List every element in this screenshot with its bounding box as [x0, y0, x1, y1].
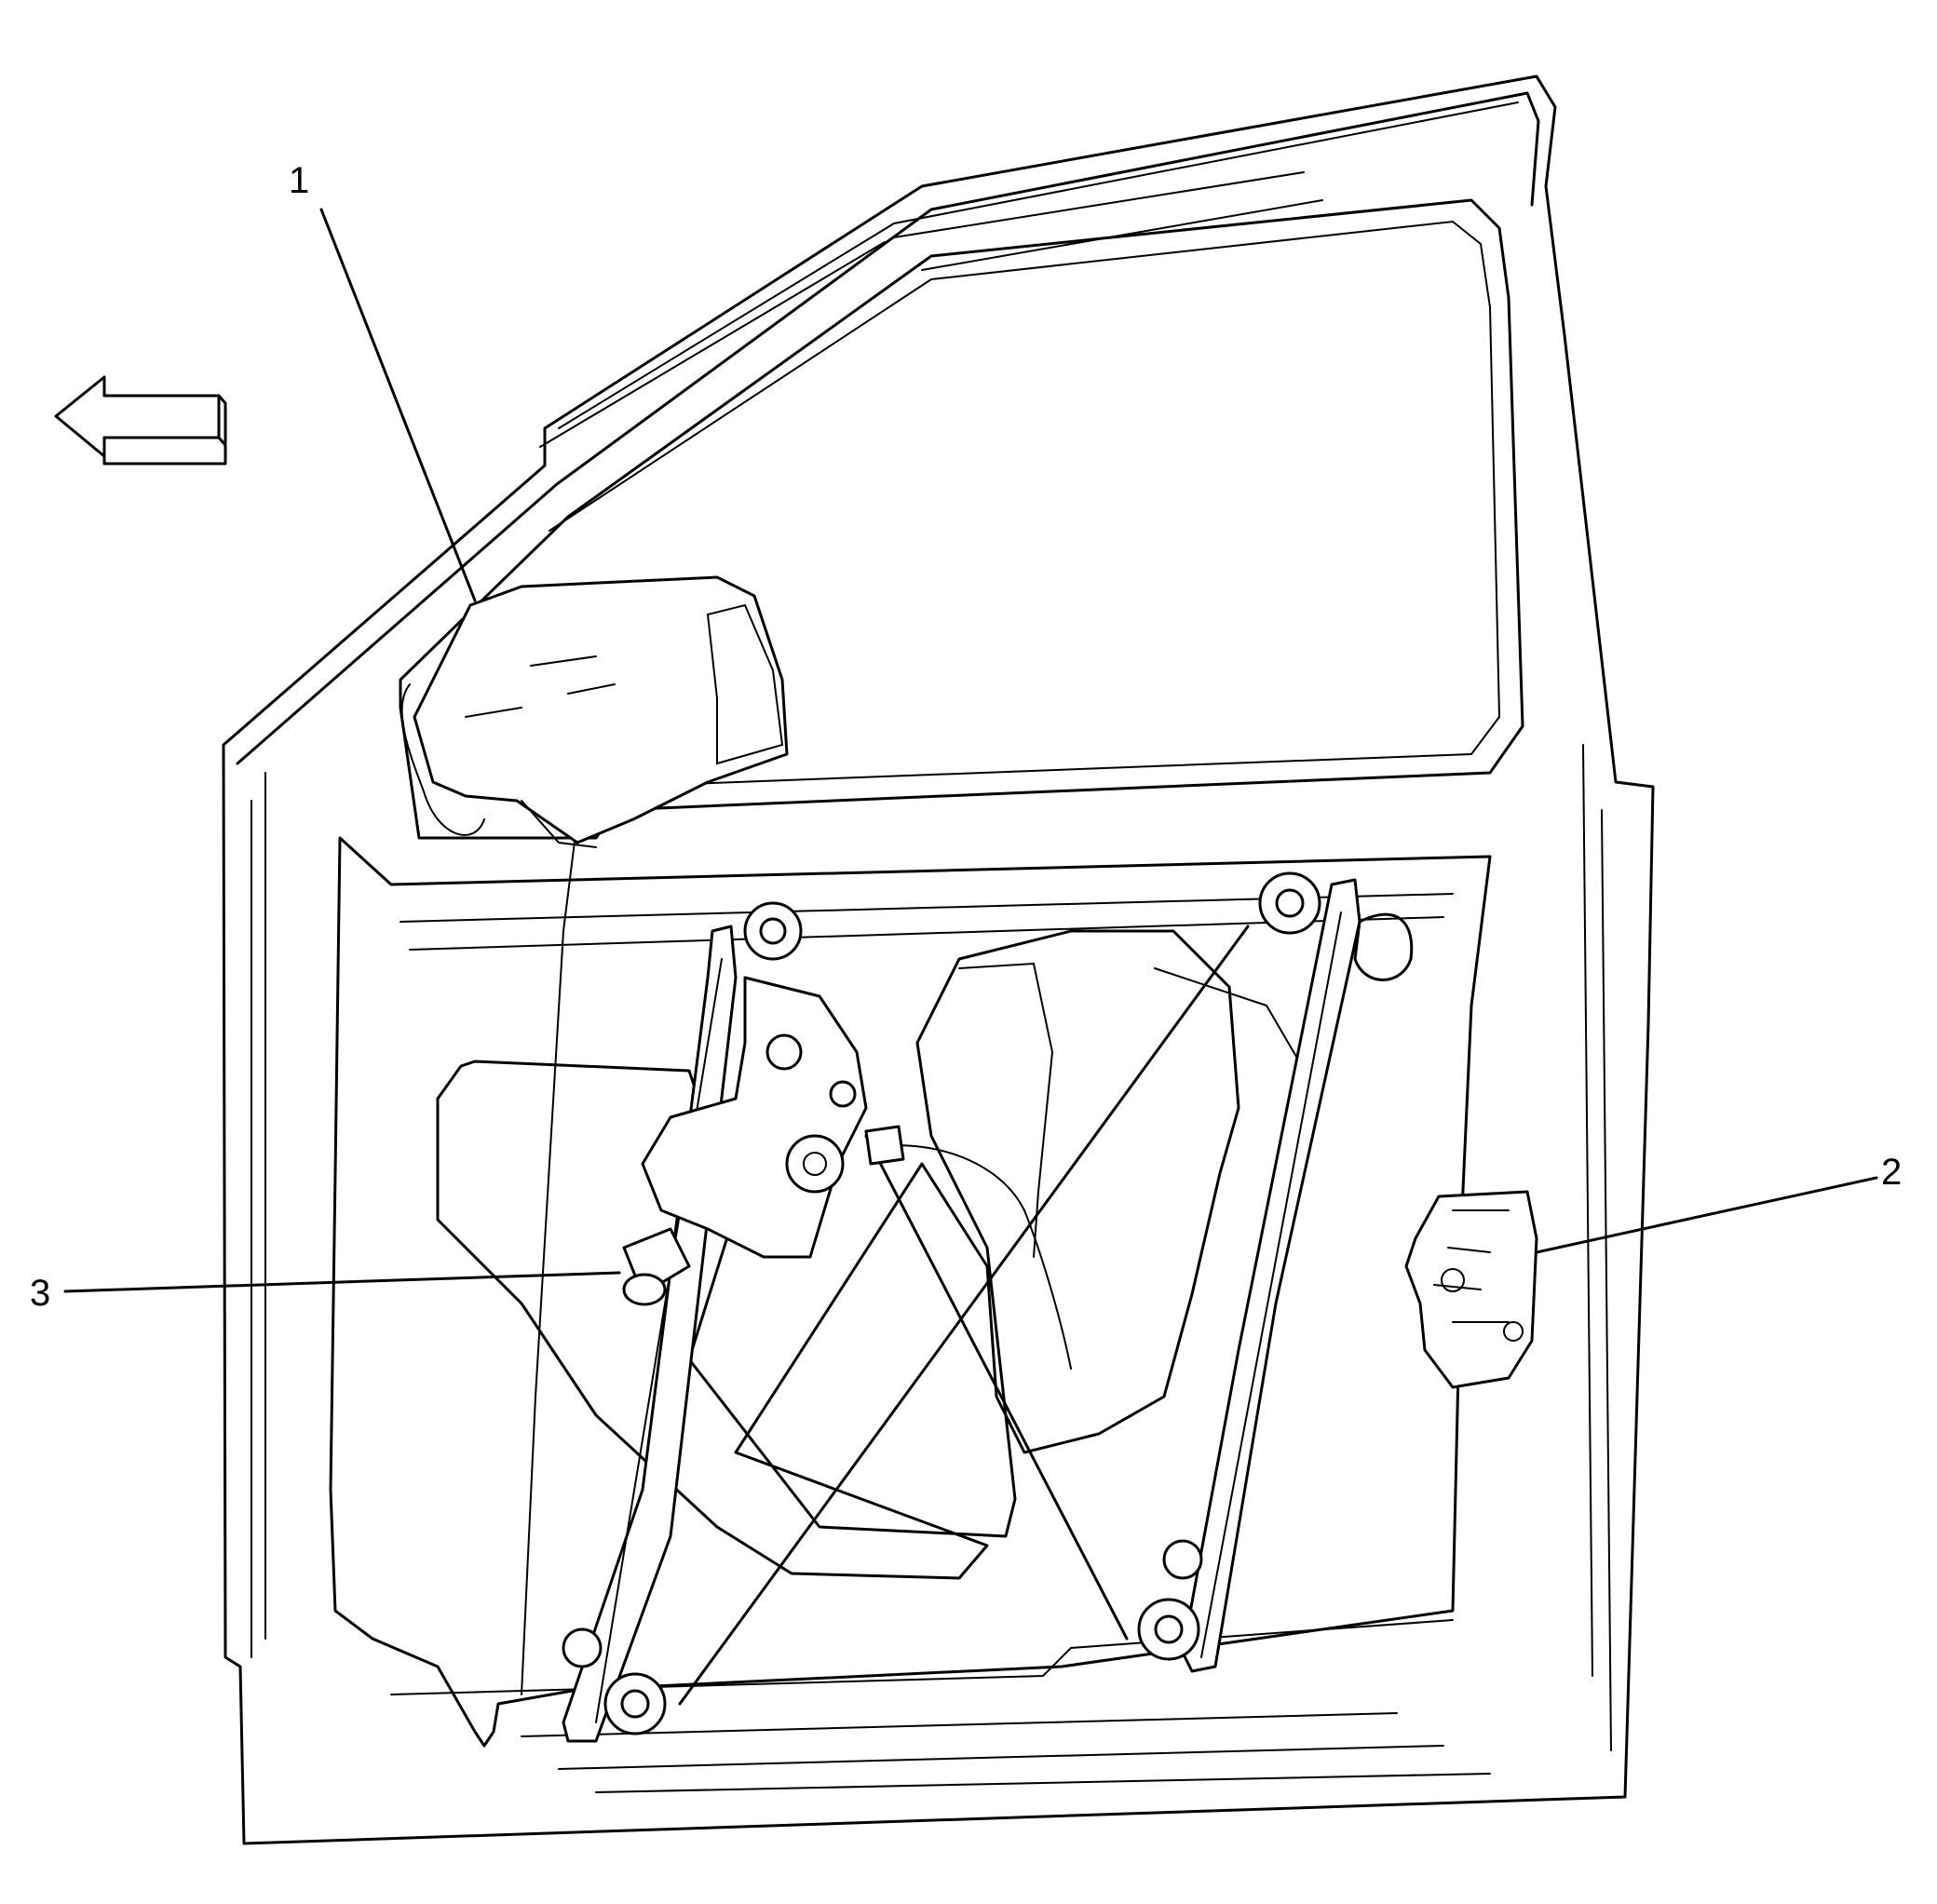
callouts: 1 2 3: [30, 160, 1902, 1314]
leader-line-1: [319, 208, 477, 602]
callout-1: 1: [289, 160, 309, 201]
leader-line-2: [1535, 1176, 1878, 1254]
regulator-rail-left: [562, 925, 738, 1743]
window-frame: [399, 101, 1524, 840]
arrow-left-icon: [54, 375, 227, 466]
callout-3: 3: [30, 1273, 50, 1314]
side-mirror: [400, 575, 789, 848]
regulator-pulleys: [562, 871, 1321, 1735]
door-inner-panel: [329, 818, 1492, 1793]
leader-lines: [63, 208, 1878, 1293]
regulator-rail-right: [1181, 878, 1361, 1673]
leader-line-3: [63, 1271, 621, 1293]
window-motor: [622, 976, 905, 1306]
callout-2: 2: [1881, 1152, 1902, 1193]
regulator-cables: [678, 925, 1250, 1706]
door-outer-panel: [222, 74, 1655, 1845]
door-latch: [1404, 1190, 1538, 1389]
